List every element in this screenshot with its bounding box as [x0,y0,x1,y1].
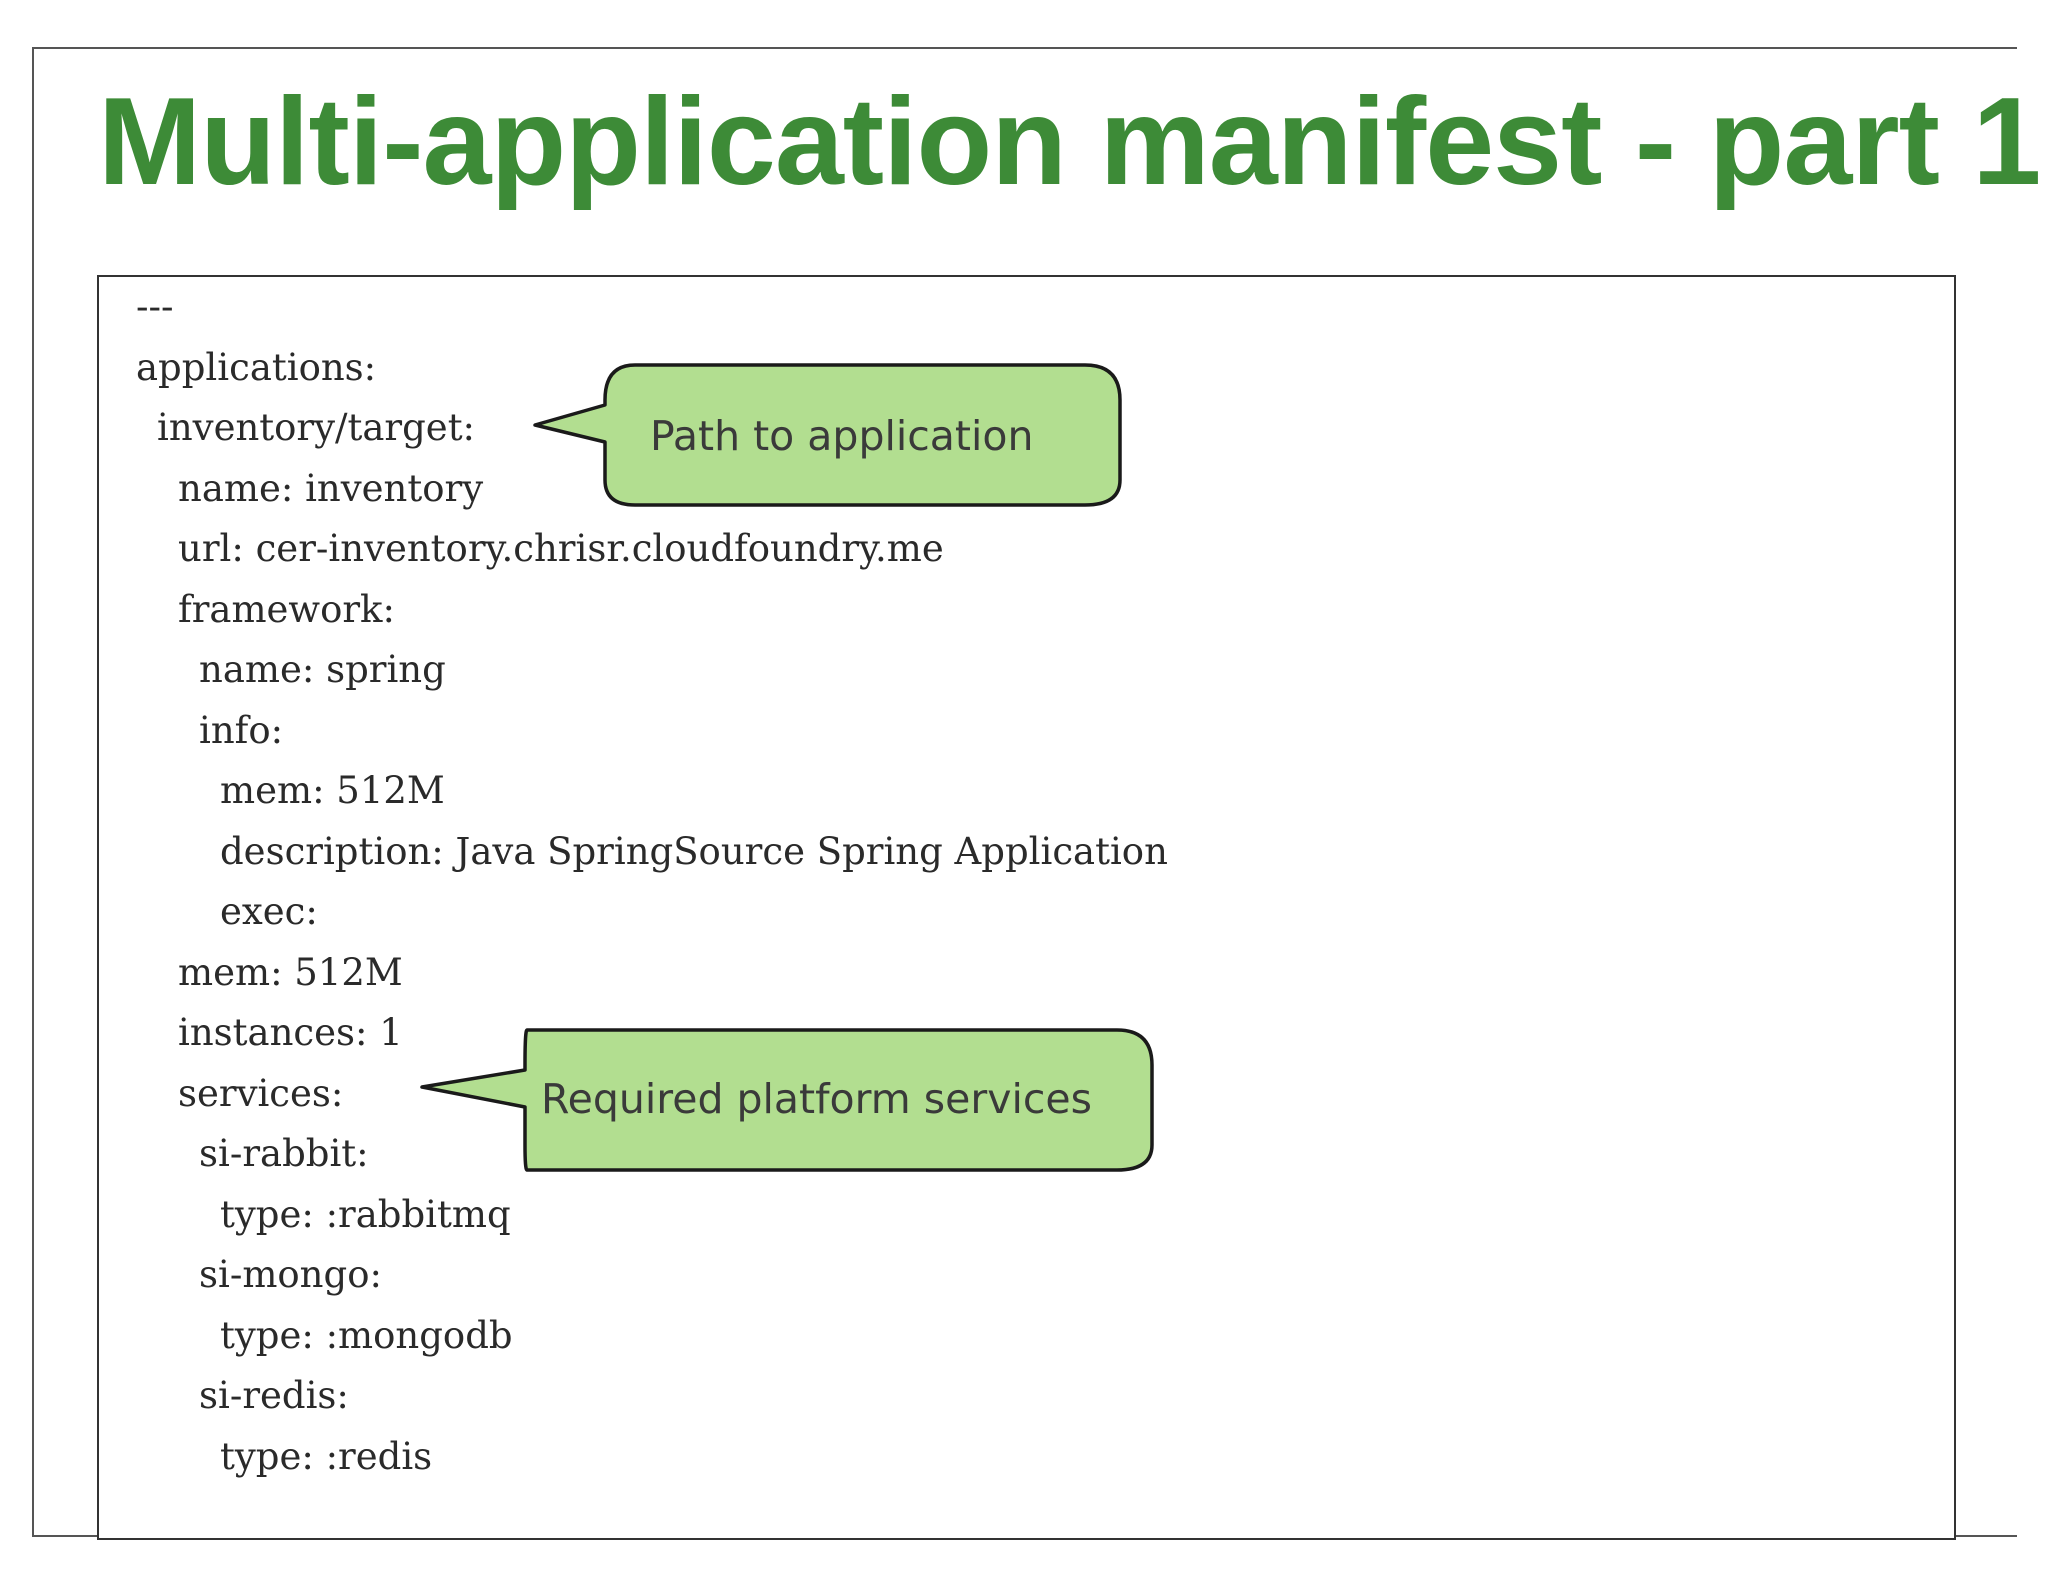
callout-bubble-shape [533,363,1122,507]
code-line: inventory/target: [157,406,476,449]
callout-label: Required platform services [541,1075,1092,1123]
code-line: mem: 512M [178,950,403,994]
callout-label: Path to application [650,412,1034,460]
code-line: mem: 512M [220,769,445,812]
code-line: name: spring [199,648,446,691]
code-line: si-mongo: [199,1253,382,1296]
code-line: type: :redis [220,1434,433,1478]
callout-bubble-shape [420,1028,1154,1172]
code-line: si-redis: [199,1374,349,1417]
code-line: exec: [220,890,318,933]
code-line: type: :rabbitmq [220,1192,511,1236]
code-line: --- [136,285,174,328]
slide-title: Multi-application manifest - part 1 [98,73,2041,211]
code-line: framework: [178,587,395,631]
callout-required-platform-services [420,1028,1154,1172]
code-line: description: Java SpringSource Spring Ap… [220,829,1168,873]
code-line: url: cer-inventory.chrisr.cloudfoundry.m… [178,527,944,570]
code-line: instances: 1 [178,1011,403,1054]
code-line: name: inventory [178,466,484,510]
code-line: info: [199,708,284,752]
code-line: applications: [136,345,377,389]
callout-path-to-application [533,363,1122,507]
code-line: si-rabbit: [199,1132,369,1175]
code-line: type: :mongodb [220,1313,513,1357]
code-line: services: [178,1071,344,1115]
